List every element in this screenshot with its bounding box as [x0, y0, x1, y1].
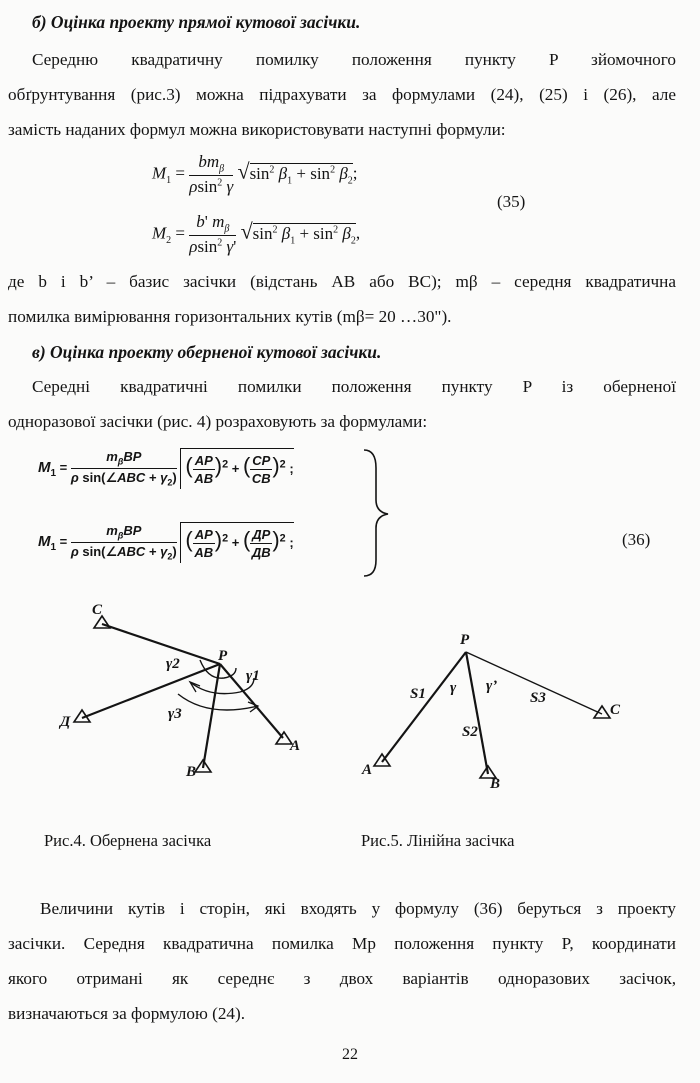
fig5-line-s3 — [465, 651, 603, 715]
fig4-label-d: Д — [58, 714, 71, 730]
triangle-icon — [92, 614, 112, 629]
section-b-heading: б) Оцінка проекту прямої кутової засічки… — [32, 12, 361, 32]
closing-line1: Величини кутів і сторін, які входять у ф… — [40, 899, 676, 918]
equation-35-number: (35) — [497, 192, 526, 211]
fig4-label-b: B — [185, 764, 196, 780]
fig4-label-gamma1: γ1 — [246, 668, 260, 684]
fig5-label-b: B — [489, 776, 500, 792]
fig4-label-gamma2: γ2 — [166, 656, 180, 672]
closing-line2: засічки. Середня квадратична помилка Mp … — [8, 934, 676, 953]
formula-36-brace — [363, 449, 389, 577]
triangle-icon — [193, 758, 213, 773]
para1-line2: обґрунтування (рис.3) можна підрахувати … — [8, 85, 676, 104]
fig5-label-s3: S3 — [530, 690, 546, 706]
triangle-icon — [372, 752, 392, 767]
fig5-label-p: P — [460, 632, 470, 648]
fig4-label-c: C — [92, 602, 103, 618]
para2-line2: одноразової засічки (рис. 4) розраховуют… — [8, 412, 428, 431]
figure-5-caption: Рис.5. Лінійна засічка — [361, 831, 515, 850]
fig5-label-c: C — [610, 702, 621, 718]
para1-line3: замість наданих формул можна використову… — [8, 120, 506, 139]
triangle-icon — [592, 704, 612, 719]
section-v-heading: в) Оцінка проекту оберненої кутової засі… — [32, 342, 382, 362]
fig5-label-gamma: γ — [450, 680, 457, 696]
fig5-label-gamma-prime: γ’ — [486, 678, 497, 694]
closing-line4: визначаються за формулою (24). — [8, 1004, 246, 1023]
triangle-icon — [478, 764, 498, 779]
after-eq35-line1: де b і b’ – базис засічки (відстань AB а… — [8, 272, 676, 291]
fig4-label-p: P — [218, 648, 228, 664]
figure-4-caption: Рис.4. Обернена засічка — [44, 831, 212, 850]
after-eq35-line2: помилка вимірювання горизонтальних кутів… — [8, 307, 452, 326]
fig4-line-bp — [201, 663, 222, 769]
fig5-label-s2: S2 — [462, 724, 478, 740]
fig4-line-dp — [81, 662, 221, 720]
fig5-line-s1 — [381, 651, 467, 763]
figure-4-resection-diagram: C P Д A B γ2 γ1 γ3 — [58, 602, 300, 780]
fig4-label-gamma3: γ3 — [168, 706, 182, 722]
fig5-label-s1: S1 — [410, 686, 426, 702]
figure-5-linear-diagram: P A B C S1 S2 S3 γ γ’ — [361, 632, 621, 792]
para1-line1: Середню квадратичну помилку положення пу… — [32, 50, 676, 69]
equation-36-number: (36) — [622, 530, 651, 549]
page-number: 22 — [342, 1046, 358, 1063]
triangle-icon — [72, 708, 92, 723]
fig5-line-s2 — [464, 651, 490, 775]
fig4-line-cp — [101, 622, 221, 666]
para2-line1: Середні квадратичні помилки положення пу… — [32, 377, 676, 396]
fig5-label-a: A — [361, 762, 372, 778]
fig4-label-a: A — [289, 738, 300, 754]
triangle-icon — [274, 730, 294, 745]
closing-line3: якого отримані як середнє з двох варіант… — [8, 969, 676, 988]
